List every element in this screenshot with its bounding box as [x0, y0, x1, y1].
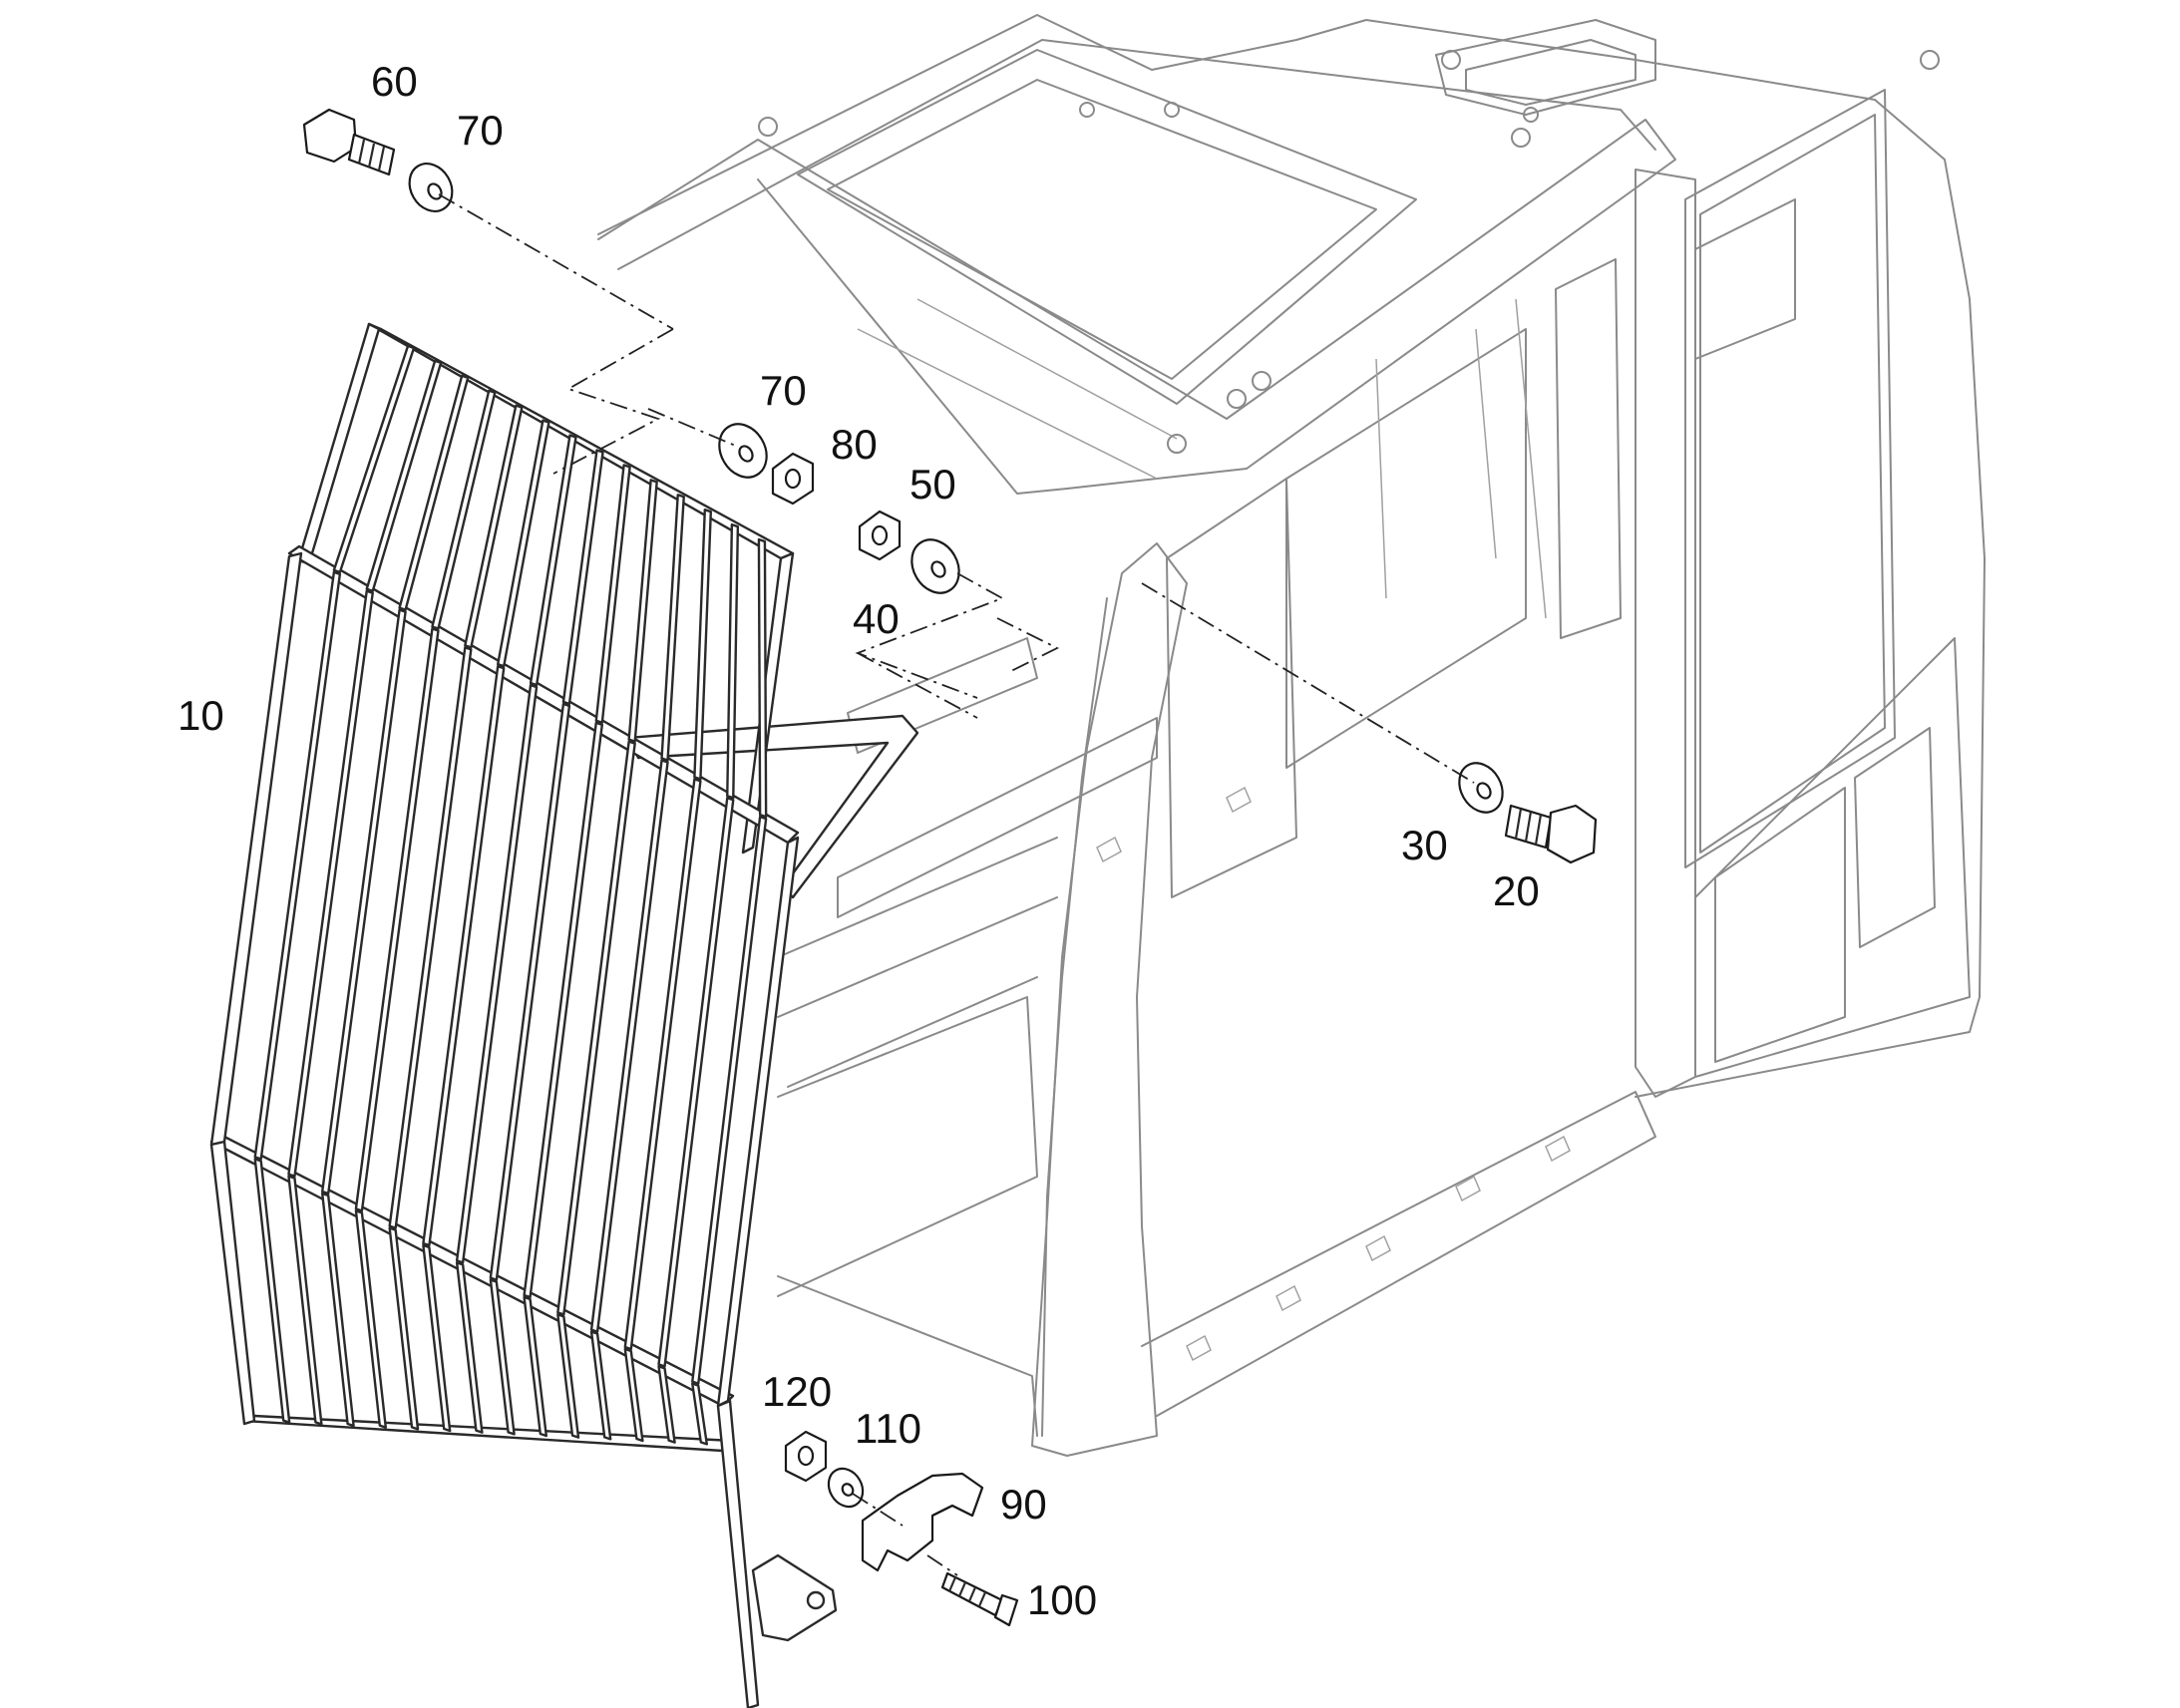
front-guard-grille [209, 322, 919, 1708]
guard-bar [523, 1295, 547, 1438]
guard-bar [388, 646, 473, 1229]
guard-bar [523, 721, 603, 1299]
guard-bar [529, 434, 577, 687]
guard-bar [757, 537, 768, 819]
callout-90: 90 [1000, 1481, 1047, 1528]
callout-120: 120 [762, 1368, 832, 1415]
guard-bar [455, 683, 539, 1264]
washer-110 [827, 1467, 865, 1509]
guard-bar [594, 464, 631, 724]
leader-lines [438, 193, 1475, 1576]
guard-bar [556, 1313, 580, 1439]
callout-20: 20 [1493, 867, 1540, 914]
guard-bar [455, 1261, 484, 1434]
guard-bar [398, 374, 470, 611]
guard-bar [287, 1175, 323, 1426]
clamp-90 [861, 1472, 984, 1572]
operator-cab [597, 14, 1986, 1457]
callout-40: 40 [853, 595, 900, 642]
guard-bar [354, 627, 440, 1212]
guard-bar [693, 509, 712, 781]
guard-bar [321, 608, 407, 1196]
guard-bar [589, 759, 669, 1333]
guard-bar [691, 1382, 708, 1446]
guard-bar [691, 815, 768, 1385]
callout-80: 80 [831, 421, 878, 468]
callout-50: 50 [909, 461, 956, 508]
nut-120 [784, 1430, 828, 1483]
guard-bar [388, 1226, 420, 1431]
guard-bar [422, 1243, 452, 1433]
guard-bar [464, 404, 524, 649]
guard-bar [627, 479, 658, 743]
guard-bar [287, 589, 374, 1178]
washer-70-mid [718, 423, 768, 479]
bolt-20 [1504, 804, 1598, 864]
washer-40 [910, 538, 960, 594]
callout-110: 110 [855, 1405, 921, 1452]
guard-bar [561, 449, 604, 706]
callout-100: 100 [1027, 1576, 1097, 1623]
guard-bar [623, 1347, 644, 1443]
callout-70-top: 70 [457, 107, 504, 154]
guard-bar [431, 389, 497, 630]
guard-bar [623, 778, 702, 1351]
guard-bar [489, 702, 571, 1281]
washer-70-top [408, 163, 454, 212]
callout-70-mid: 70 [760, 367, 807, 414]
nut-50 [858, 510, 902, 561]
guard-bar [365, 359, 443, 592]
guard-bar [253, 1158, 291, 1424]
washer-30 [1458, 762, 1504, 814]
screw-100 [940, 1571, 1019, 1627]
guard-bar [354, 1209, 387, 1429]
guard-bar [321, 1192, 355, 1428]
guard-bar [253, 570, 342, 1161]
nut-80 [771, 452, 815, 506]
guard-bar [726, 522, 740, 800]
guard-bar [556, 740, 636, 1316]
guard-bar [497, 419, 550, 668]
callout-60: 60 [371, 58, 418, 105]
guard-bars [253, 344, 768, 1446]
guard-bar [422, 665, 506, 1247]
callout-labels: 60 70 70 80 50 40 10 30 20 120 110 90 10… [178, 58, 1540, 1623]
guard-bar [657, 797, 735, 1368]
guard-bar [589, 1330, 612, 1441]
callout-10: 10 [178, 692, 224, 739]
callout-30: 30 [1401, 822, 1448, 868]
guard-bar [657, 1365, 676, 1444]
guard-bar [489, 1278, 516, 1436]
guard-bar [332, 344, 416, 574]
bolt-60 [302, 108, 396, 176]
guard-bar [660, 494, 685, 762]
